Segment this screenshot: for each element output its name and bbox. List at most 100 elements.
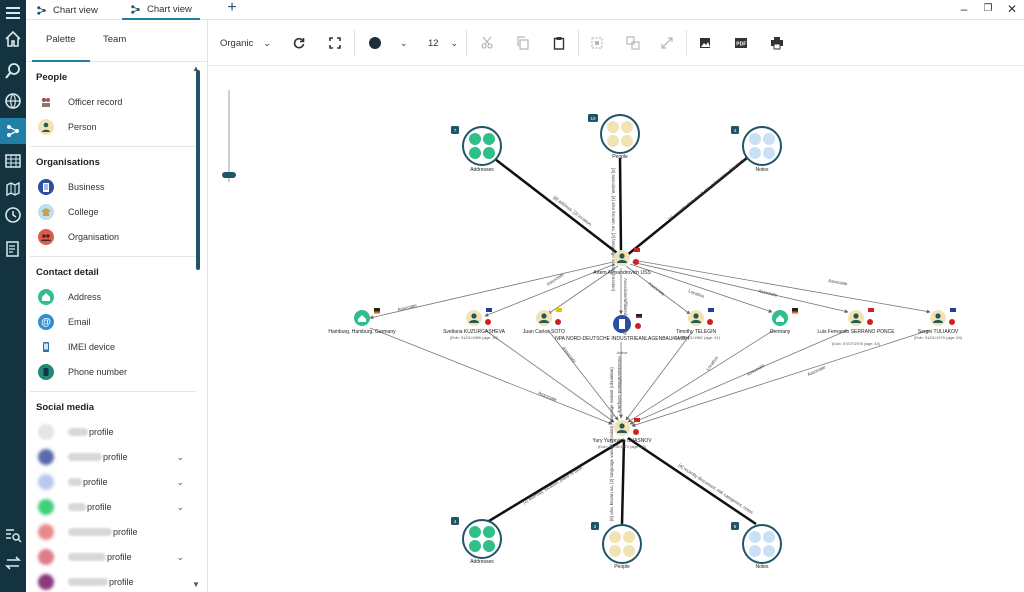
palette-item-college[interactable]: College [38, 202, 198, 222]
table-icon[interactable] [0, 148, 26, 174]
hub-node-addresses-bottom[interactable]: 4 Addresses [451, 517, 502, 565]
report-icon[interactable] [0, 236, 26, 262]
palette-item-business[interactable]: Business [38, 177, 198, 197]
node-color-button[interactable] [368, 34, 382, 52]
address-icon [38, 289, 54, 305]
print-button[interactable] [770, 34, 784, 52]
count-badge [451, 517, 459, 525]
chevron-down-icon[interactable]: ⌄ [176, 477, 184, 487]
fit-to-screen-button[interactable] [328, 34, 342, 52]
hub-node-notes-top[interactable]: 4 Notes [731, 126, 782, 173]
palette-item-social-1[interactable]: profile [38, 422, 198, 442]
item-label: College [68, 207, 99, 217]
tab-chart-view-1[interactable]: Chart view [28, 0, 106, 20]
node-person-juan[interactable]: Juan Carlos SOTO [523, 308, 565, 335]
scroll-up-icon[interactable]: ▲ [192, 64, 200, 73]
tab-chart-view-2[interactable]: Chart view [122, 0, 200, 20]
node-color-dropdown[interactable]: ⌄ [400, 34, 408, 52]
edge-label: Associate [538, 390, 558, 402]
node-person-timothy[interactable]: Timothy TELEGIN (Dob: 01/01/1982 (age: 4… [672, 308, 721, 340]
minimize-icon[interactable]: – [960, 2, 968, 16]
hub-node-addresses-top[interactable]: 7 Addresses [451, 126, 502, 173]
node-sublabel: (Dob: 07/07/1978 (age: 44) [832, 341, 881, 346]
paste-button[interactable] [552, 34, 566, 52]
refresh-icon [293, 37, 305, 49]
sidebar-scrollbar[interactable] [196, 70, 200, 270]
palette-item-phone-number[interactable]: Phone number [38, 362, 198, 382]
node-location-germany[interactable]: Germany [770, 308, 798, 335]
item-label: profile [103, 452, 128, 462]
chart-canvas[interactable]: [8] address, [2] location [4] associate,… [208, 66, 1024, 592]
palette-item-person[interactable]: Person [38, 117, 198, 137]
edge-label: Associate [397, 303, 418, 312]
font-size-select[interactable]: 12 ⌄ [428, 34, 458, 52]
search-list-icon[interactable] [0, 522, 26, 548]
item-label: Person [68, 122, 97, 132]
social-icon [38, 424, 54, 440]
chevron-down-icon[interactable]: ⌄ [176, 552, 184, 562]
cut-button[interactable] [480, 34, 494, 52]
palette-item-officer-record[interactable]: Officer record [38, 92, 198, 112]
node-label: Notes [755, 564, 769, 570]
search-icon[interactable] [0, 58, 26, 84]
transfer-icon[interactable] [0, 550, 26, 576]
export-pdf-button[interactable]: PDF [734, 34, 748, 52]
restore-icon[interactable]: ❐ [983, 3, 993, 14]
node-person-luis[interactable]: Luis Fernando SERRANO PONCE (Dob: 07/07/… [817, 308, 895, 346]
expand-nodes-button[interactable] [660, 34, 674, 52]
palette-item-social-5[interactable]: profile [38, 522, 198, 542]
edge-label: Associate [546, 271, 565, 286]
copy-button[interactable] [516, 34, 530, 52]
node-location-hamburg[interactable]: Hamburg, Hamburg, Germany [328, 308, 396, 335]
palette-item-social-7[interactable]: profile [38, 572, 198, 592]
node-label: Notes [755, 167, 769, 173]
tab-team[interactable]: Team [103, 34, 127, 45]
hub-node-people-top[interactable]: 10 People [588, 114, 640, 160]
count-badge-text: 4 [734, 128, 737, 133]
palette-item-social-6[interactable]: profile ⌄ [38, 547, 198, 567]
palette-item-social-3[interactable]: profile ⌄ [38, 472, 198, 492]
palette-item-imei-device[interactable]: IMEI device [38, 337, 198, 357]
layout-select[interactable]: Organic ⌄ [220, 34, 271, 52]
divider [30, 256, 196, 257]
hub-node-people-bottom[interactable]: 2 People [591, 522, 642, 570]
node-person-artem[interactable]: Artem Alexandrovich USS [593, 248, 651, 276]
chart-view-icon[interactable] [0, 118, 26, 144]
zoom-slider-handle[interactable] [222, 172, 236, 178]
node-person-yury[interactable]: Yury Yuryevich CHASNOV (Dob: 05/05/1974 … [592, 418, 652, 449]
palette-item-organisation[interactable]: Organisation [38, 227, 198, 247]
map-icon[interactable] [0, 176, 26, 202]
edge-label: Associate [806, 364, 826, 377]
clock-icon[interactable] [0, 202, 26, 228]
hub-node-notes-bottom[interactable]: 6 Notes [731, 522, 782, 570]
ungroup-button[interactable] [626, 34, 640, 52]
count-badge [591, 522, 599, 530]
node-person-svetlana[interactable]: Svetlana KUZURGASHEVA (Dob: 01/01/1989 (… [443, 308, 506, 340]
globe-icon[interactable] [0, 88, 26, 114]
scroll-down-icon[interactable]: ▼ [192, 580, 200, 589]
node-label: Svetlana KUZURGASHEVA [443, 329, 506, 335]
node-person-sergei[interactable]: Sergei TULIAKOV (Dob: 01/01/1979 (age: 5… [914, 308, 963, 340]
close-icon[interactable]: ✕ [1006, 2, 1018, 16]
node-business-npo[interactable]: NPA NORD-DEUTSCHE INDUSTRIEANLAGENBAU GM… [555, 314, 689, 355]
chevron-down-icon[interactable]: ⌄ [176, 452, 184, 462]
imei-device-icon [38, 339, 54, 355]
group-button[interactable] [590, 34, 604, 52]
palette-item-social-4[interactable]: profile ⌄ [38, 497, 198, 517]
college-icon [38, 204, 54, 220]
social-icon [38, 574, 54, 590]
menu-icon[interactable] [0, 0, 26, 26]
palette-item-email[interactable]: @ Email [38, 312, 198, 332]
expand-icon [329, 37, 341, 49]
palette-item-social-2[interactable]: profile ⌄ [38, 447, 198, 467]
chart-view-icon [131, 4, 140, 14]
node-sublabel: (Dob: 05/05/1974 (age: 48) [598, 444, 647, 449]
add-tab-icon[interactable]: + [227, 0, 237, 16]
zoom-slider-track[interactable] [228, 90, 230, 182]
export-image-button[interactable] [698, 34, 712, 52]
palette-item-address[interactable]: Address [38, 287, 198, 307]
refresh-layout-button[interactable] [292, 34, 306, 52]
chevron-down-icon[interactable]: ⌄ [176, 502, 184, 512]
home-icon[interactable] [0, 26, 26, 52]
tab-palette[interactable]: Palette [46, 34, 76, 45]
